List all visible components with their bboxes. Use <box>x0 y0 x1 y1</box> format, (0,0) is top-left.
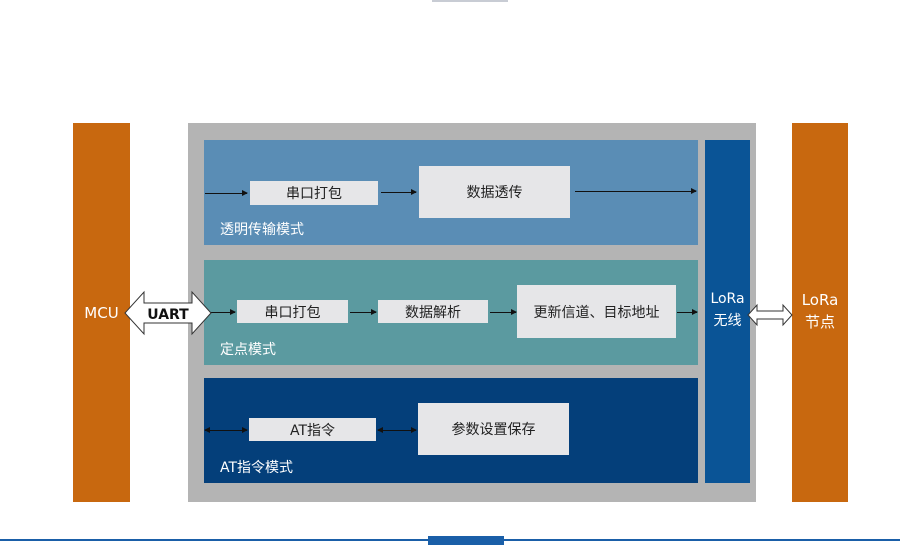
mcu-block: MCU <box>73 123 130 502</box>
uart-label: UART <box>147 307 189 323</box>
lora-wireless-block: LoRa 无线 <box>705 140 750 483</box>
lora-wireless-label-1: LoRa <box>710 291 745 307</box>
data-parse-box: 数据解析 <box>378 300 488 323</box>
lora-wireless-label-2: 无线 <box>713 313 742 329</box>
fixed-point-mode-label: 定点模式 <box>220 342 276 358</box>
serial-pack-box: 串口打包 <box>237 300 348 323</box>
arrow <box>205 190 248 196</box>
top-accent-bar <box>432 0 508 2</box>
lora-double-arrow <box>747 303 793 327</box>
at-command-mode-label: AT指令模式 <box>220 460 294 476</box>
arrow <box>381 189 417 195</box>
arrow <box>204 427 248 433</box>
arrow <box>208 309 236 315</box>
bottom-accent-bar <box>428 536 504 545</box>
data-passthrough-box: 数据透传 <box>419 166 570 218</box>
serial-pack-box: 串口打包 <box>250 181 378 205</box>
arrow <box>575 188 697 194</box>
uart-double-arrow: UART <box>124 290 212 336</box>
param-save-box: 参数设置保存 <box>418 403 569 455</box>
arrow <box>490 309 517 315</box>
lora-node-block: LoRa 节点 <box>792 123 848 502</box>
update-channel-address-box: 更新信道、目标地址 <box>517 285 676 338</box>
at-command-box: AT指令 <box>249 418 376 441</box>
lora-node-label-2: 节点 <box>804 313 835 331</box>
mcu-label: MCU <box>84 303 119 322</box>
transparent-mode-label: 透明传输模式 <box>220 222 304 238</box>
arrow <box>350 309 377 315</box>
arrow <box>677 309 698 315</box>
arrow <box>377 427 417 433</box>
lora-node-label-1: LoRa <box>801 291 839 309</box>
